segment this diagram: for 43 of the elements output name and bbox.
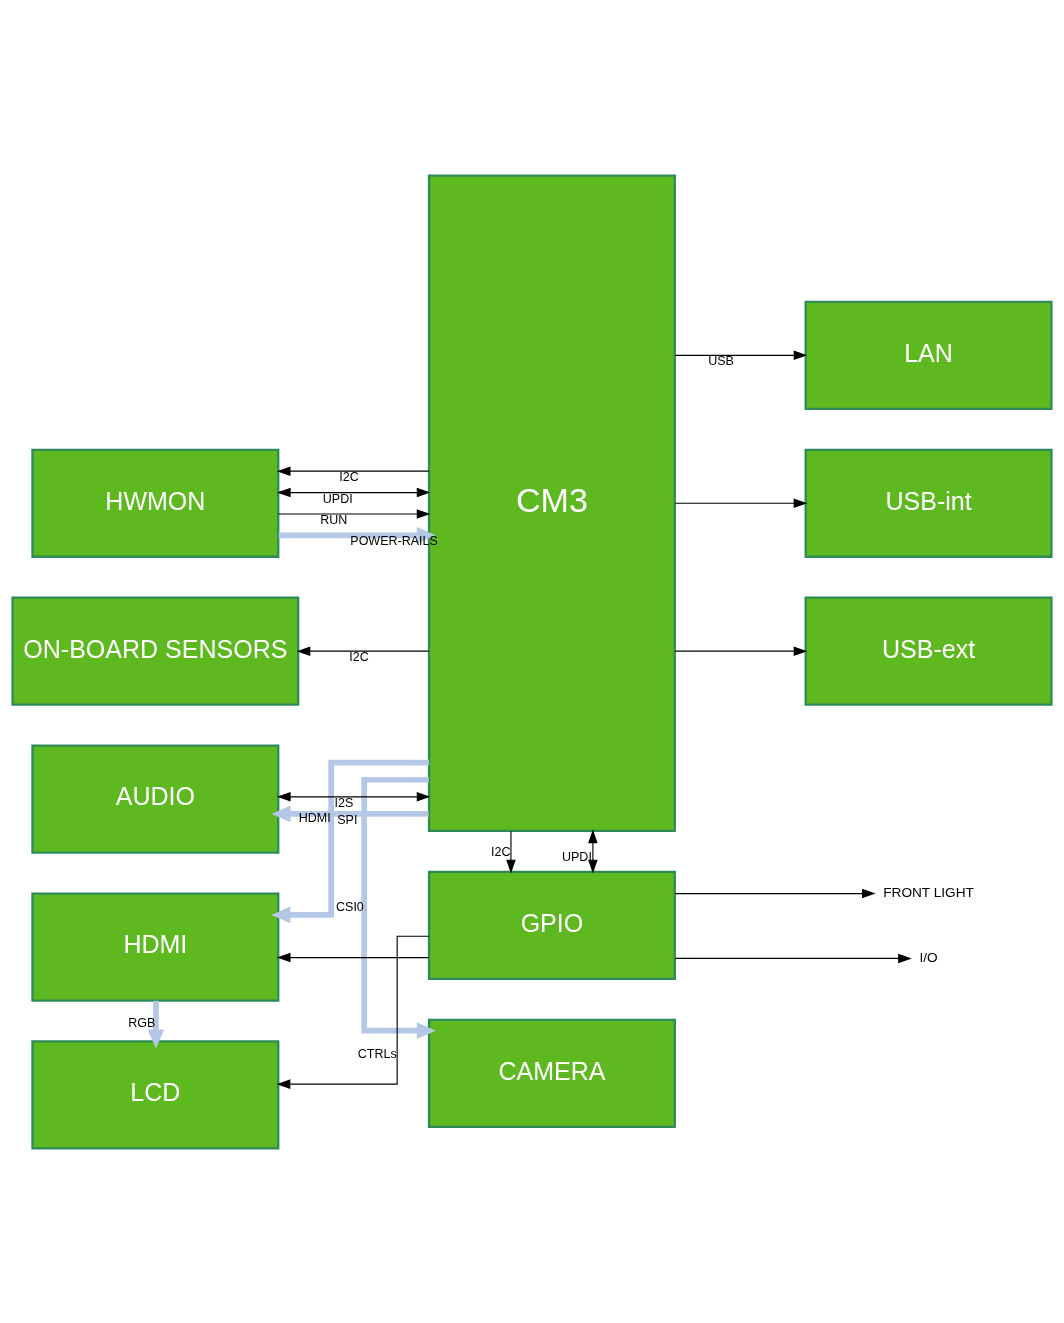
node-box: CAMERA xyxy=(427,1018,676,1128)
arrow xyxy=(271,759,429,923)
arrow xyxy=(674,497,808,508)
node-box: LAN xyxy=(804,300,1053,410)
arrow xyxy=(147,1000,165,1049)
arrow xyxy=(361,776,436,1039)
edge-label: I2C xyxy=(339,469,359,484)
arrow xyxy=(296,645,430,656)
edge-label: RUN xyxy=(320,512,348,527)
arrow xyxy=(276,935,430,1089)
node-text: I/O xyxy=(919,949,938,965)
arrow xyxy=(278,508,431,519)
arrow xyxy=(276,487,431,497)
node-box: ON-BOARD SENSORS xyxy=(11,596,300,706)
node-box: HDMI xyxy=(31,891,280,1002)
edge-label: I2C xyxy=(490,844,511,859)
arrow xyxy=(674,350,808,360)
edge-label: I2C xyxy=(349,649,369,664)
arrow xyxy=(276,952,430,962)
edge-label: CSI0 xyxy=(336,899,364,914)
arrow xyxy=(674,888,876,898)
edge-label: I2S xyxy=(334,795,354,810)
arrow xyxy=(674,953,912,963)
edge-label: SPI xyxy=(337,812,358,827)
arrow xyxy=(506,830,516,873)
edge-label: UPDI xyxy=(562,849,592,864)
edge-label: CTRLs xyxy=(357,1046,397,1061)
arrow xyxy=(271,805,429,822)
arrow xyxy=(276,465,430,476)
node-box: GPIO xyxy=(427,870,676,980)
arrow xyxy=(588,828,598,873)
edge-label: UPDI xyxy=(322,491,353,506)
edge-label: USB xyxy=(708,353,734,368)
arrow xyxy=(276,791,431,802)
node-box: USB-int xyxy=(804,448,1053,558)
arrow xyxy=(674,645,808,656)
node-box: HWMON xyxy=(31,448,280,558)
edge-label: RGB xyxy=(128,1015,156,1030)
node-text: FRONT LIGHT xyxy=(883,884,974,900)
node-box: AUDIO xyxy=(31,744,280,854)
node-box: USB-ext xyxy=(804,596,1053,706)
edge-label: HDMI xyxy=(298,810,331,825)
node-box: LCD xyxy=(31,1039,280,1150)
